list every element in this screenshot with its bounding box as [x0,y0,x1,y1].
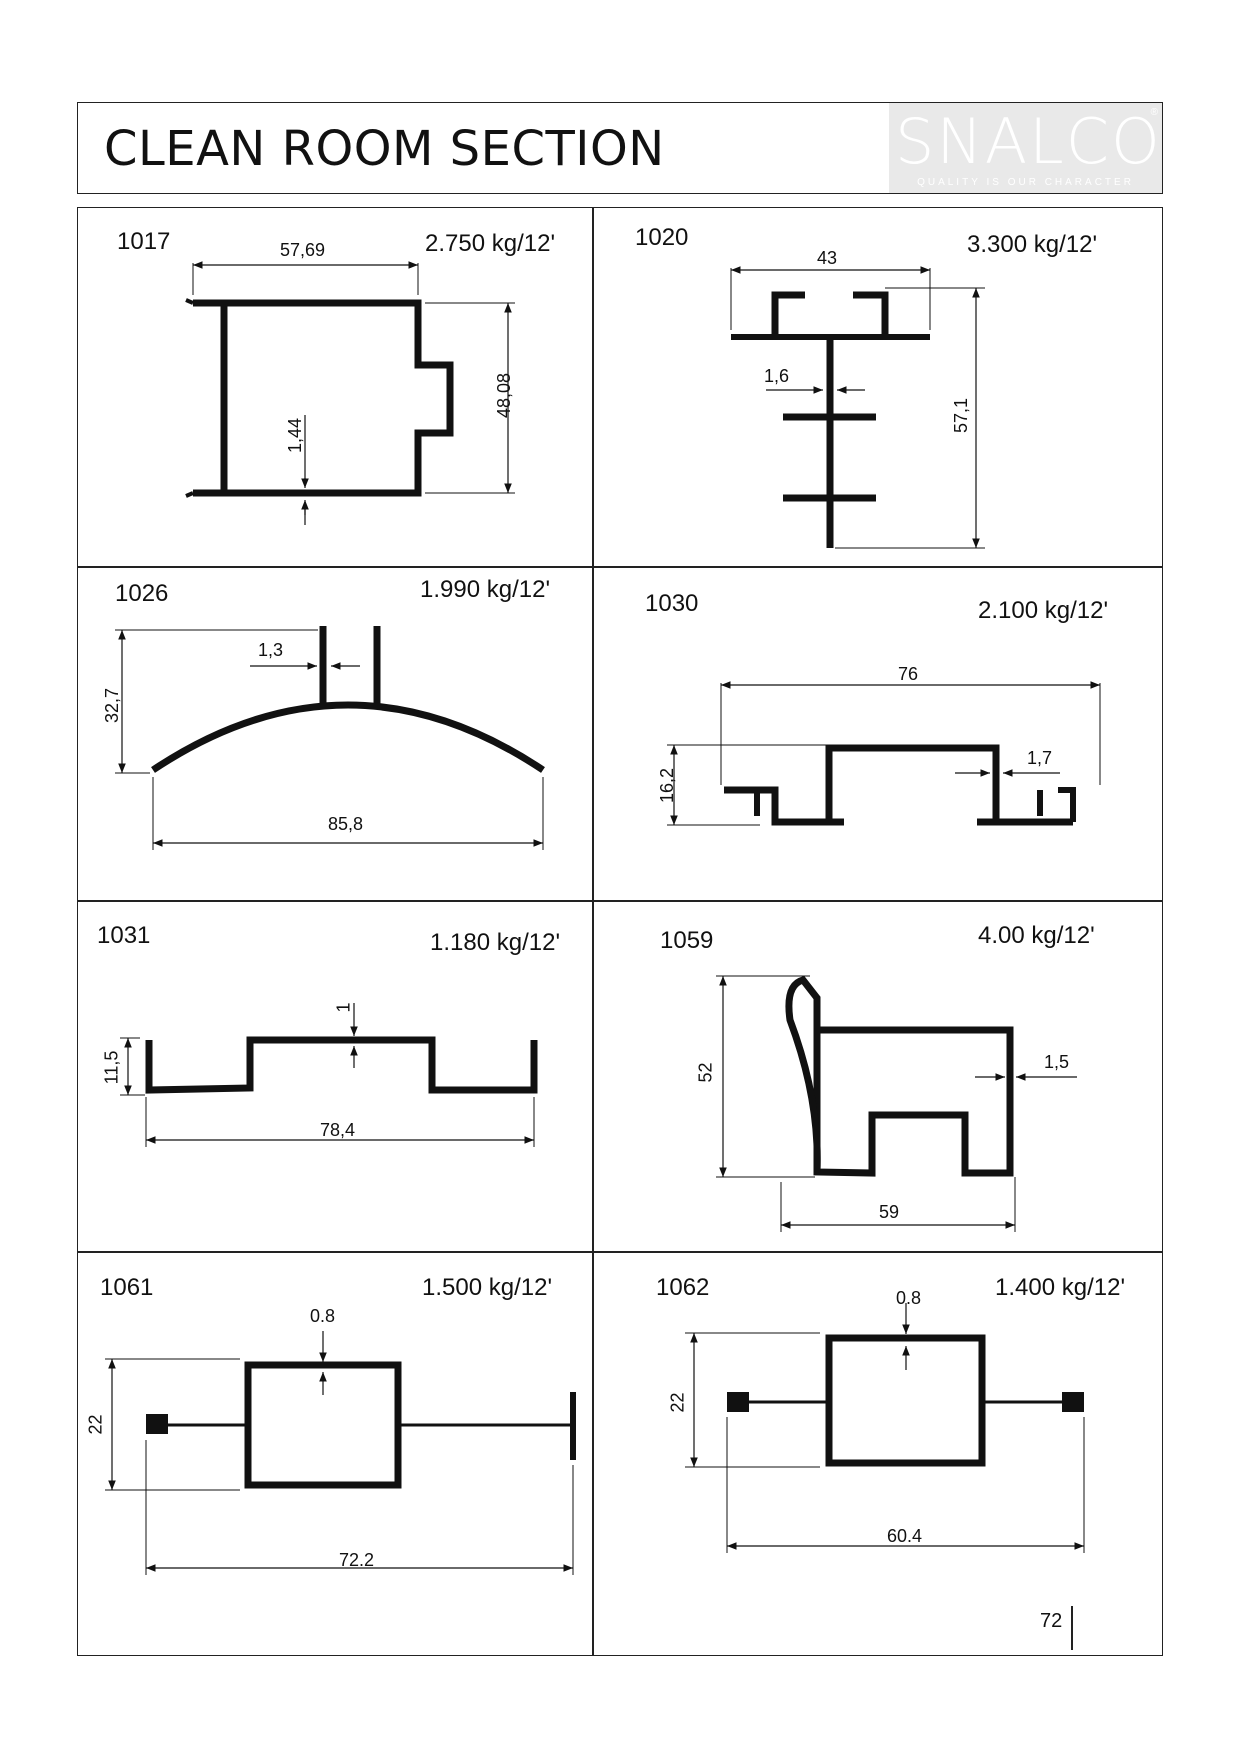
grid-divider-vertical [592,207,594,1656]
logo-tagline: QUALITY IS OUR CHARACTER [917,177,1134,188]
dimension-label: 22 [85,1414,106,1435]
page-title: CLEAN ROOM SECTION [104,121,665,177]
grid-divider-row1 [77,566,1163,568]
profile-code: 1030 [645,590,699,617]
profile-code: 1062 [656,1274,710,1301]
profile-code: 1031 [97,922,151,949]
dimension-label: 48,08 [494,372,515,419]
logo-wordmark: SNALCO [895,105,1162,178]
profile-1026-drawing [115,626,545,850]
profile-1061-drawing [105,1331,576,1575]
page-number: 72 [1040,1610,1063,1632]
profile-weight: 2.100 kg/12' [978,597,1109,624]
profile-weight: 1.990 kg/12' [420,576,551,603]
dimension-label: 72.2 [339,1550,375,1570]
dimension-label: 0.8 [310,1306,336,1326]
profile-1031-drawing [120,1003,538,1147]
dimension-label: 57,1 [951,397,972,434]
profile-1030-drawing [667,681,1101,826]
dimension-label: 1,3 [258,640,284,660]
profile-1020-drawing [730,266,985,549]
dimension-label: 1 [333,1002,354,1013]
profile-code: 1026 [115,580,169,607]
profile-code: 1059 [660,927,714,954]
profile-1062-drawing [685,1303,1085,1553]
profile-code: 1020 [635,224,689,251]
dimension-label: 60.4 [887,1526,923,1546]
dimension-label: 32,7 [102,687,123,724]
profile-weight: 3.300 kg/12' [967,231,1098,258]
profile-weight: 1.500 kg/12' [422,1274,553,1301]
dimension-label: 22 [667,1392,688,1413]
dimension-label: 16,2 [657,767,678,804]
grid-divider-row2 [77,900,1163,902]
header-box: CLEAN ROOM SECTION SNALCO QUALITY IS OUR… [77,102,1163,194]
profile-code: 1061 [100,1274,154,1301]
profile-weight: 4.00 kg/12' [978,922,1095,949]
profile-code: 1017 [117,228,171,255]
profile-weight: 1.400 kg/12' [995,1274,1126,1301]
grid-divider-row3 [77,1251,1163,1253]
dimension-label: 1,7 [1027,748,1053,768]
dimension-label: 1,44 [285,417,306,454]
dimension-label: 1,5 [1044,1052,1070,1072]
dimension-label: 57,69 [280,240,326,260]
profile-1059-drawing [716,975,1077,1232]
dimension-label: 52 [695,1062,716,1083]
dimension-label: 43 [817,248,838,268]
profile-1017-drawing [185,261,515,525]
dimension-label: 59 [879,1202,900,1222]
registered-mark: ® [1150,107,1158,118]
dimension-label: 78,4 [320,1120,356,1140]
dimension-label: 1,6 [764,366,790,386]
brand-logo: SNALCO QUALITY IS OUR CHARACTER ® [889,103,1162,193]
dimension-label: 76 [898,664,919,684]
page-number-rule [1071,1606,1073,1650]
profile-weight: 1.180 kg/12' [430,929,561,956]
profile-grid [77,207,1163,1656]
profile-weight: 2.750 kg/12' [425,230,556,257]
dimension-label: 85,8 [328,814,364,834]
dimension-label: 11,5 [101,1050,122,1085]
dimension-label: 0.8 [896,1288,922,1308]
